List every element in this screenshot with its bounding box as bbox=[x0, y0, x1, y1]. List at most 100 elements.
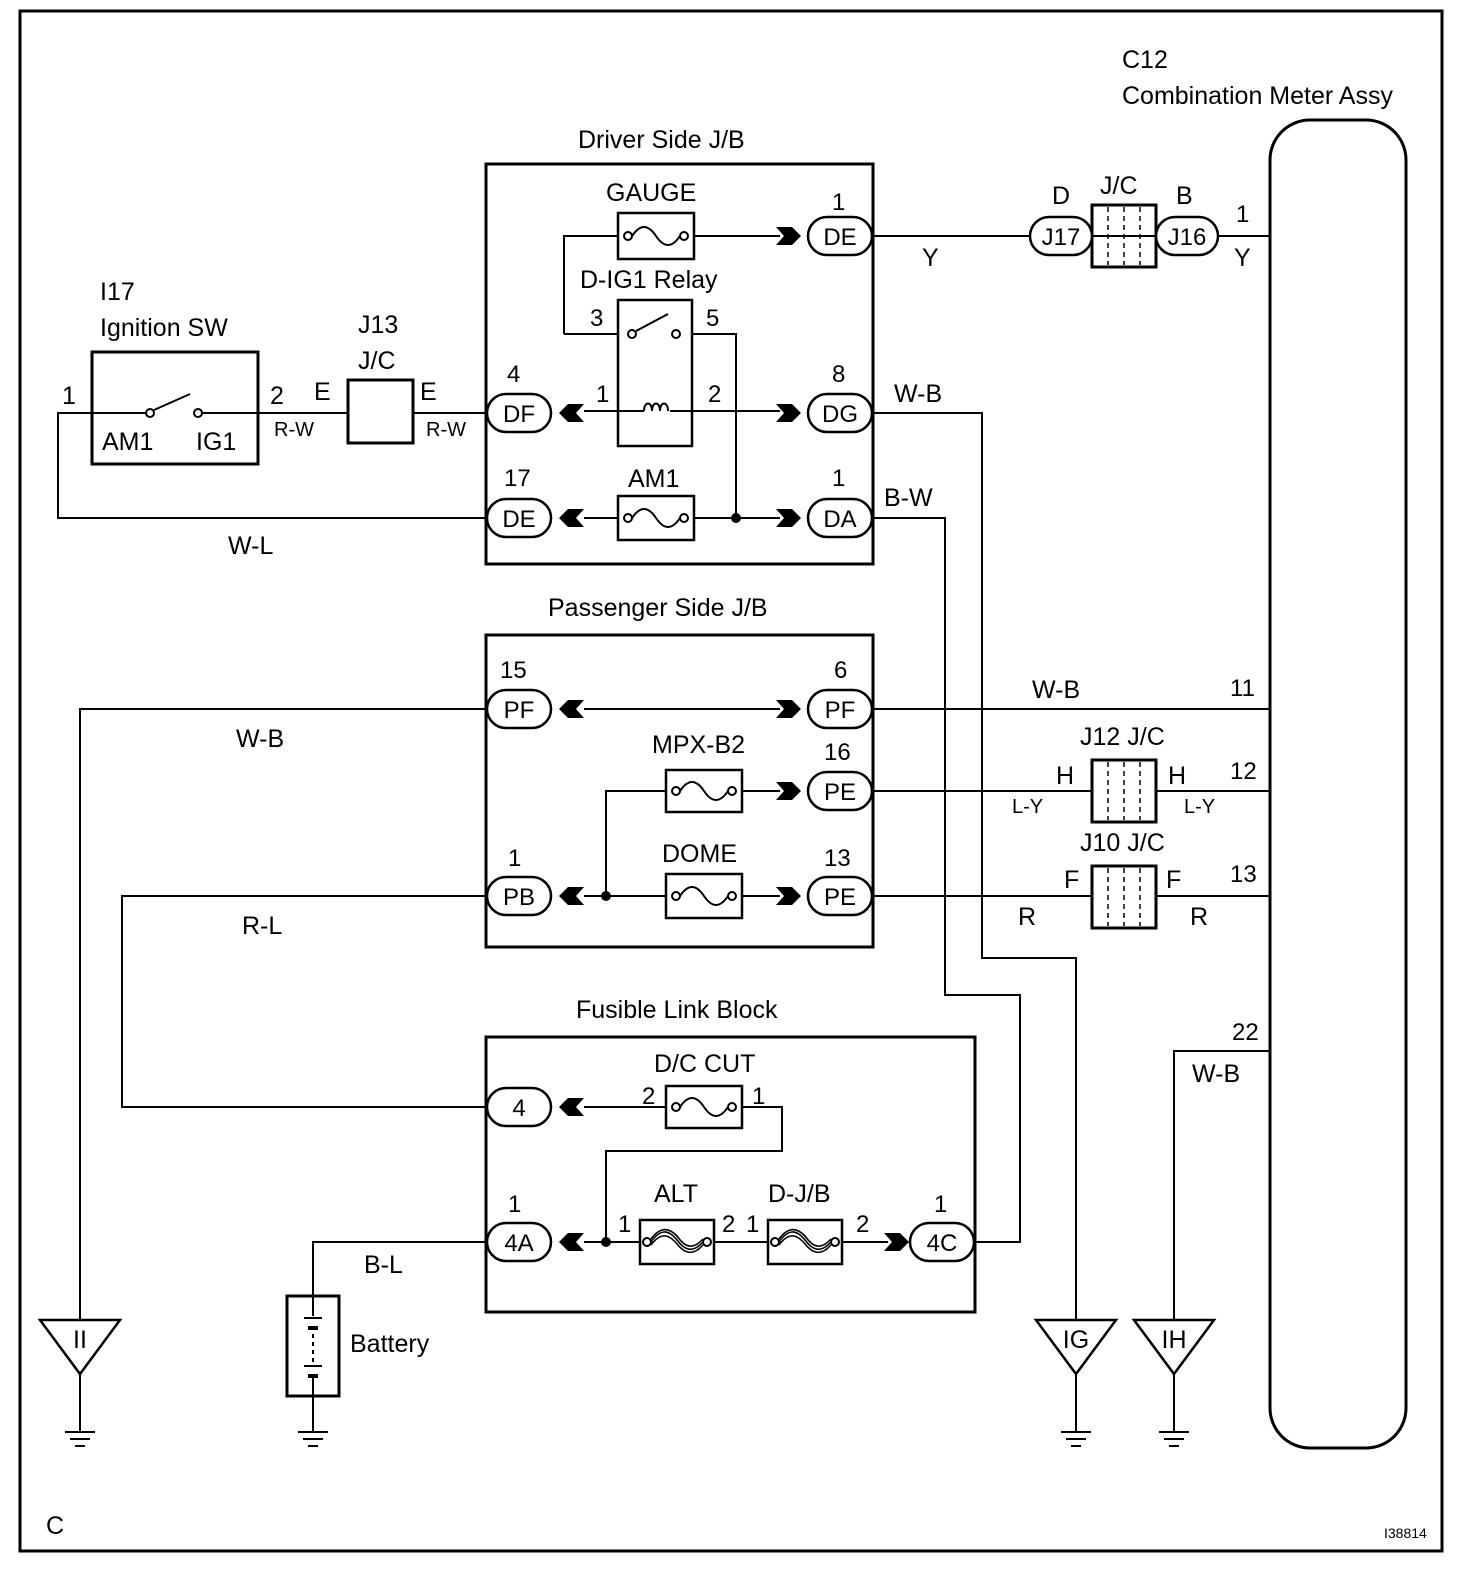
svg-text:DOME: DOME bbox=[662, 840, 737, 868]
figure-id: I38814 bbox=[1384, 1525, 1427, 1541]
svg-text:R-W: R-W bbox=[274, 419, 314, 441]
svg-text:17: 17 bbox=[504, 465, 531, 492]
svg-text:15: 15 bbox=[500, 657, 527, 684]
j12-junction: J12 J/C H H bbox=[1056, 723, 1186, 824]
svg-text:DE: DE bbox=[502, 506, 535, 533]
svg-text:J/C: J/C bbox=[1100, 172, 1138, 200]
svg-text:R: R bbox=[1018, 903, 1036, 931]
svg-text:2: 2 bbox=[642, 1083, 655, 1110]
svg-text:PB: PB bbox=[503, 884, 535, 911]
connector-da-1: 1 DA bbox=[776, 465, 874, 539]
svg-text:W-B: W-B bbox=[236, 725, 284, 753]
connector-pb-1: 1 PB bbox=[485, 845, 584, 917]
svg-text:D-J/B: D-J/B bbox=[768, 1180, 831, 1208]
svg-text:5: 5 bbox=[706, 305, 719, 332]
svg-text:Y: Y bbox=[1234, 244, 1251, 272]
svg-text:J10 J/C: J10 J/C bbox=[1080, 829, 1165, 857]
svg-text:J/C: J/C bbox=[358, 347, 396, 375]
svg-text:AM1: AM1 bbox=[628, 465, 679, 493]
svg-text:W-B: W-B bbox=[894, 380, 942, 408]
ground-ig: IG bbox=[1033, 1318, 1119, 1447]
j13-junction: J13 J/C E E bbox=[314, 311, 437, 445]
svg-text:22: 22 bbox=[1232, 1019, 1259, 1046]
wires bbox=[57, 235, 1270, 1320]
frame-letter: C bbox=[46, 1512, 64, 1540]
svg-text:1: 1 bbox=[1236, 201, 1249, 228]
svg-text:DA: DA bbox=[823, 506, 856, 533]
svg-text:8: 8 bbox=[832, 361, 845, 388]
svg-text:B-L: B-L bbox=[364, 1251, 403, 1279]
svg-text:1: 1 bbox=[832, 189, 845, 216]
passenger-side-jb: Passenger Side J/B MPX-B2 DOME 15 PF 6 P… bbox=[484, 594, 875, 949]
svg-text:4: 4 bbox=[507, 361, 520, 388]
svg-text:H: H bbox=[1168, 762, 1186, 790]
svg-text:4: 4 bbox=[512, 1095, 525, 1122]
svg-text:13: 13 bbox=[1230, 861, 1257, 888]
svg-text:4A: 4A bbox=[504, 1230, 533, 1257]
svg-text:B: B bbox=[1176, 182, 1193, 210]
svg-text:3: 3 bbox=[590, 305, 603, 332]
svg-text:Combination Meter Assy: Combination Meter Assy bbox=[1122, 82, 1393, 110]
svg-text:J12 J/C: J12 J/C bbox=[1080, 723, 1165, 751]
svg-text:1: 1 bbox=[934, 1191, 947, 1218]
svg-text:PF: PF bbox=[504, 697, 535, 724]
svg-text:PE: PE bbox=[824, 884, 856, 911]
j17-j16-junction: D J/C B J17 J16 bbox=[1028, 172, 1220, 269]
svg-text:D: D bbox=[1052, 182, 1070, 210]
svg-text:W-B: W-B bbox=[1192, 1060, 1240, 1088]
svg-text:R-W: R-W bbox=[426, 419, 466, 441]
ignition-switch: I17 Ignition SW 1 2 AM1 IG1 bbox=[62, 278, 284, 466]
svg-text:F: F bbox=[1166, 866, 1181, 894]
svg-text:C12: C12 bbox=[1122, 46, 1168, 74]
connector-dg-8: 8 DG bbox=[776, 361, 874, 434]
svg-text:Battery: Battery bbox=[350, 1330, 430, 1358]
svg-text:4C: 4C bbox=[927, 1230, 958, 1257]
svg-text:L-Y: L-Y bbox=[1184, 796, 1215, 818]
svg-text:2: 2 bbox=[856, 1211, 869, 1238]
djb-fusible-link bbox=[766, 1218, 844, 1266]
connector-de-1: 1 DE bbox=[776, 189, 874, 257]
svg-text:1: 1 bbox=[596, 381, 609, 408]
svg-text:F: F bbox=[1064, 866, 1079, 894]
diagram-frame bbox=[18, 9, 1444, 1553]
svg-text:DE: DE bbox=[823, 224, 856, 251]
svg-text:1: 1 bbox=[752, 1083, 765, 1110]
ground-ii: II bbox=[37, 1318, 123, 1447]
svg-text:D-IG1 Relay: D-IG1 Relay bbox=[580, 266, 718, 294]
wire-color-labels: R-W R-W W-L Y Y W-B B-W W-B W-B L-Y L-Y … bbox=[228, 244, 1251, 1279]
connector-pf-6: 6 PF bbox=[776, 657, 874, 730]
svg-text:2: 2 bbox=[722, 1211, 735, 1238]
svg-text:1: 1 bbox=[618, 1211, 631, 1238]
svg-text:W-L: W-L bbox=[228, 532, 273, 560]
svg-text:2: 2 bbox=[708, 381, 721, 408]
svg-text:1: 1 bbox=[62, 382, 76, 410]
svg-text:13: 13 bbox=[824, 845, 851, 872]
svg-text:AM1: AM1 bbox=[102, 428, 153, 456]
ground-ih: IH bbox=[1131, 1318, 1217, 1447]
j10-junction: J10 J/C F F bbox=[1064, 829, 1181, 930]
svg-text:Y: Y bbox=[922, 244, 939, 272]
connector-pe-16: 16 PE bbox=[776, 739, 874, 812]
svg-text:2: 2 bbox=[270, 382, 284, 410]
relay-coil-icon bbox=[643, 402, 669, 412]
svg-text:Fusible Link Block: Fusible Link Block bbox=[576, 996, 778, 1024]
connector-4c: 1 4C bbox=[884, 1191, 976, 1263]
svg-text:B-W: B-W bbox=[884, 484, 933, 512]
svg-text:J13: J13 bbox=[358, 311, 398, 339]
svg-text:Passenger Side J/B: Passenger Side J/B bbox=[548, 594, 768, 622]
combination-meter: C12 Combination Meter Assy 1 11 12 13 22 bbox=[1122, 46, 1408, 1450]
svg-text:1: 1 bbox=[746, 1211, 759, 1238]
svg-text:PE: PE bbox=[824, 779, 856, 806]
svg-text:D/C CUT: D/C CUT bbox=[654, 1050, 755, 1078]
fusible-link-block: Fusible Link Block D/C CUT 2 1 ALT 1 2 D… bbox=[484, 996, 977, 1314]
battery: Battery bbox=[285, 1294, 430, 1447]
svg-text:H: H bbox=[1056, 762, 1074, 790]
svg-text:1: 1 bbox=[508, 845, 521, 872]
driver-side-jb: Driver Side J/B GAUGE D-IG1 Relay 3 5 1 … bbox=[484, 126, 875, 566]
svg-text:W-B: W-B bbox=[1032, 676, 1080, 704]
connector-df-4: 4 DF bbox=[485, 361, 584, 434]
svg-text:1: 1 bbox=[508, 1191, 521, 1218]
svg-text:GAUGE: GAUGE bbox=[606, 179, 696, 207]
d-ig1-relay bbox=[616, 298, 694, 448]
